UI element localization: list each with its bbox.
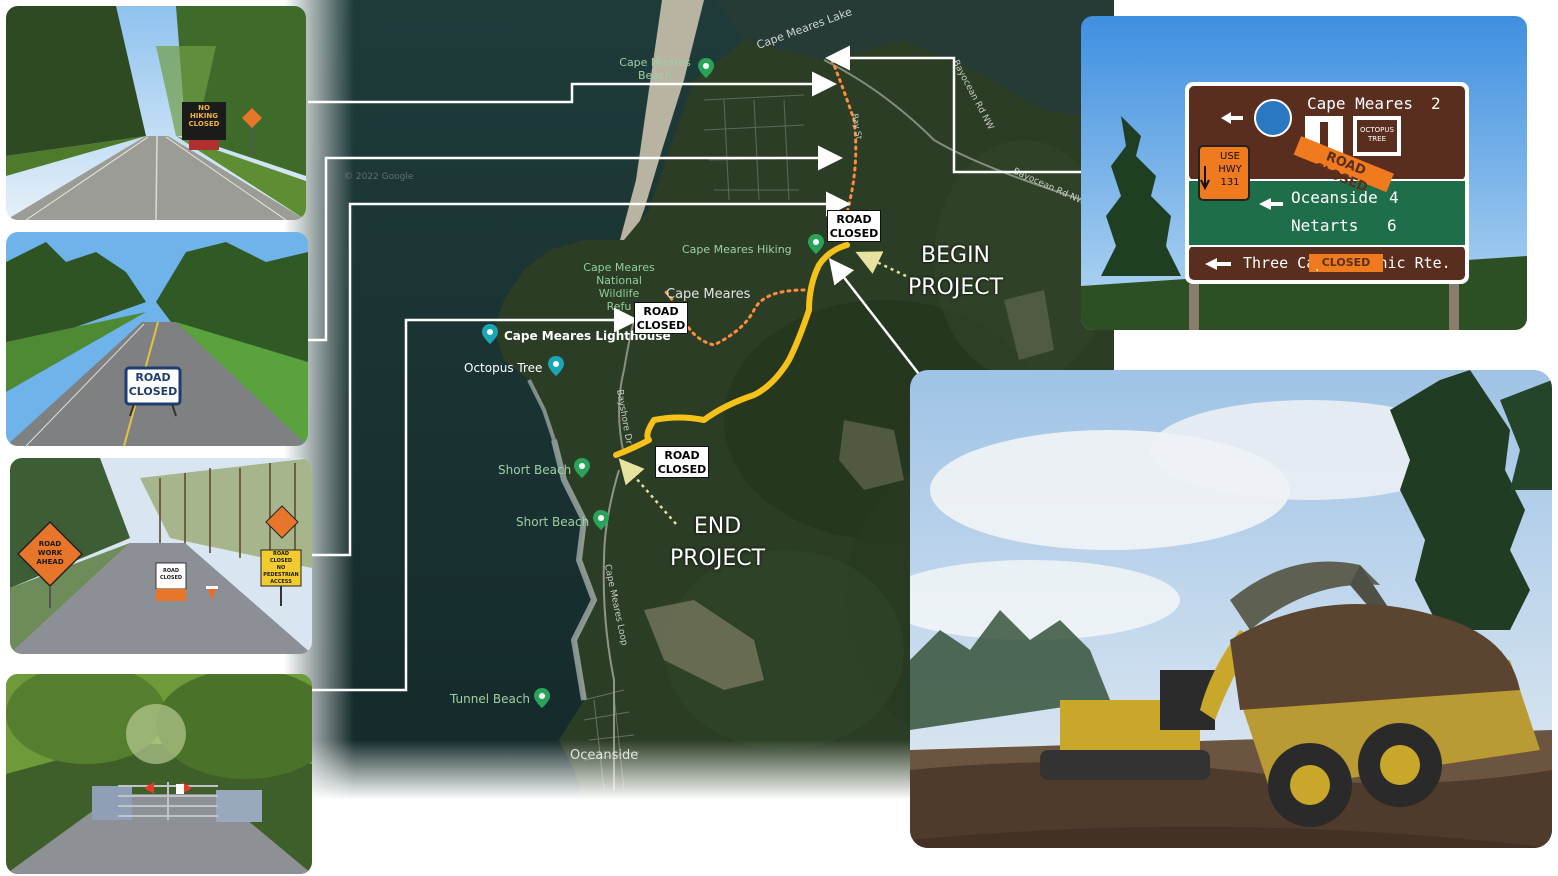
hiking-pin-icon bbox=[808, 234, 824, 254]
sign-line: AHEAD bbox=[36, 558, 64, 566]
sign-line: ROAD bbox=[273, 551, 289, 557]
beach-label: Cape Meares Beach bbox=[619, 56, 691, 82]
sign-line: TREE bbox=[1368, 135, 1386, 143]
no-pedestrian-sign: ROAD CLOSED NO PEDESTRIAN ACCESS bbox=[262, 551, 300, 586]
short-beach-label-1: Short Beach bbox=[498, 463, 572, 477]
no-hiking-sign: NO HIKING CLOSED bbox=[184, 104, 224, 128]
sign-line: NO bbox=[276, 565, 286, 571]
barricade-sign: ROAD CLOSED bbox=[157, 568, 185, 582]
sign-line: CLOSED bbox=[128, 385, 178, 398]
end-line: PROJECT bbox=[670, 546, 766, 571]
photo-guide-sign: Cape Meares 2 OCTOPUS TREE USE HWY 131 R… bbox=[1081, 16, 1527, 330]
end-project-label: END PROJECT bbox=[670, 511, 765, 575]
photo-road-work-ahead: ROAD WORK AHEAD ROAD CLOSED ROAD CLOSED … bbox=[10, 458, 312, 654]
sign-line: HIKING bbox=[189, 112, 219, 120]
callout-line: ROAD bbox=[643, 305, 679, 318]
callout-line: ROAD bbox=[836, 213, 872, 226]
road-closed-callout-lighthouse: ROAD CLOSED bbox=[634, 302, 688, 334]
beach-pin-icon bbox=[698, 58, 714, 78]
clearcut bbox=[644, 600, 764, 690]
short-beach-label-2: Short Beach bbox=[516, 515, 590, 529]
begin-project-label: BEGIN PROJECT bbox=[908, 240, 1003, 304]
end-line: END bbox=[693, 514, 742, 539]
route-closed-patch: CLOSED bbox=[1309, 256, 1383, 269]
sign-line: ACCESS bbox=[270, 579, 292, 585]
map-copyright: © 2022 Google bbox=[344, 172, 414, 182]
sign-dest-netarts: Netarts bbox=[1291, 216, 1359, 235]
callout-line: CLOSED bbox=[636, 319, 686, 332]
sign-line: NO bbox=[198, 104, 210, 112]
hiking-label: Cape Meares Hiking bbox=[682, 243, 792, 256]
sign-line: 131 bbox=[1220, 177, 1240, 188]
sign-line: ROAD bbox=[135, 371, 171, 384]
photo-excavator-clearing bbox=[910, 370, 1552, 848]
short-beach-pin-icon-2 bbox=[593, 510, 609, 530]
sign-line: CLOSED bbox=[159, 575, 183, 581]
sign-dist-netarts: 6 bbox=[1387, 216, 1397, 235]
sign-line: WORK bbox=[37, 549, 63, 557]
callout-line: ROAD bbox=[664, 449, 700, 462]
refuge-line: National bbox=[596, 274, 642, 287]
road-closed-callout-south: ROAD CLOSED bbox=[655, 446, 709, 478]
sign-dest-oceanside: Oceanside bbox=[1291, 188, 1378, 207]
sign-line: USE bbox=[1220, 151, 1240, 162]
short-beach-pin-icon-1 bbox=[574, 458, 590, 478]
callout-line: CLOSED bbox=[829, 227, 879, 240]
lighthouse-camera-icon bbox=[482, 324, 498, 344]
road-work-ahead-sign: ROAD WORK AHEAD bbox=[28, 540, 72, 567]
use-hwy-sign: USE HWY 131 bbox=[1213, 150, 1247, 189]
photo-road-closed-barricade: ROAD CLOSED bbox=[6, 232, 308, 446]
cape-meares-label: Cape Meares bbox=[666, 287, 751, 302]
tunnel-beach-pin-icon bbox=[534, 688, 550, 708]
sign-dist-cape-meares: 2 bbox=[1431, 94, 1441, 113]
sign-line: HWY bbox=[1218, 164, 1242, 175]
photo-gate-closure bbox=[6, 674, 312, 874]
begin-line: PROJECT bbox=[908, 275, 1004, 300]
sign-line: PEDESTRIAN bbox=[263, 572, 299, 578]
sign-line: ROAD bbox=[38, 540, 62, 548]
octopus-tree-sign: OCTOPUS TREE bbox=[1357, 126, 1397, 144]
begin-line: BEGIN bbox=[921, 243, 991, 268]
tunnel-beach-label: Tunnel Beach bbox=[450, 692, 531, 706]
refuge-line: Wildlife bbox=[598, 287, 640, 300]
photo-road-north-closure: NO HIKING CLOSED bbox=[6, 6, 306, 220]
sign-line: CLOSED bbox=[269, 558, 293, 564]
sign-dist-oceanside: 4 bbox=[1389, 188, 1399, 207]
octopus-label: Octopus Tree bbox=[464, 361, 543, 375]
callout-line: CLOSED bbox=[657, 463, 707, 476]
octopus-camera-icon bbox=[548, 356, 564, 376]
refuge-line: Cape Meares bbox=[583, 261, 655, 274]
oceanside-label: Oceanside bbox=[570, 748, 639, 763]
sign-dest-cape-meares: Cape Meares bbox=[1307, 94, 1413, 113]
sign-line: CLOSED bbox=[188, 120, 220, 128]
sign-line: OCTOPUS bbox=[1360, 126, 1394, 134]
road-closed-callout-north: ROAD CLOSED bbox=[827, 210, 881, 242]
road-closed-sign: ROAD CLOSED bbox=[128, 371, 178, 399]
sign-line: ROAD bbox=[163, 568, 179, 574]
